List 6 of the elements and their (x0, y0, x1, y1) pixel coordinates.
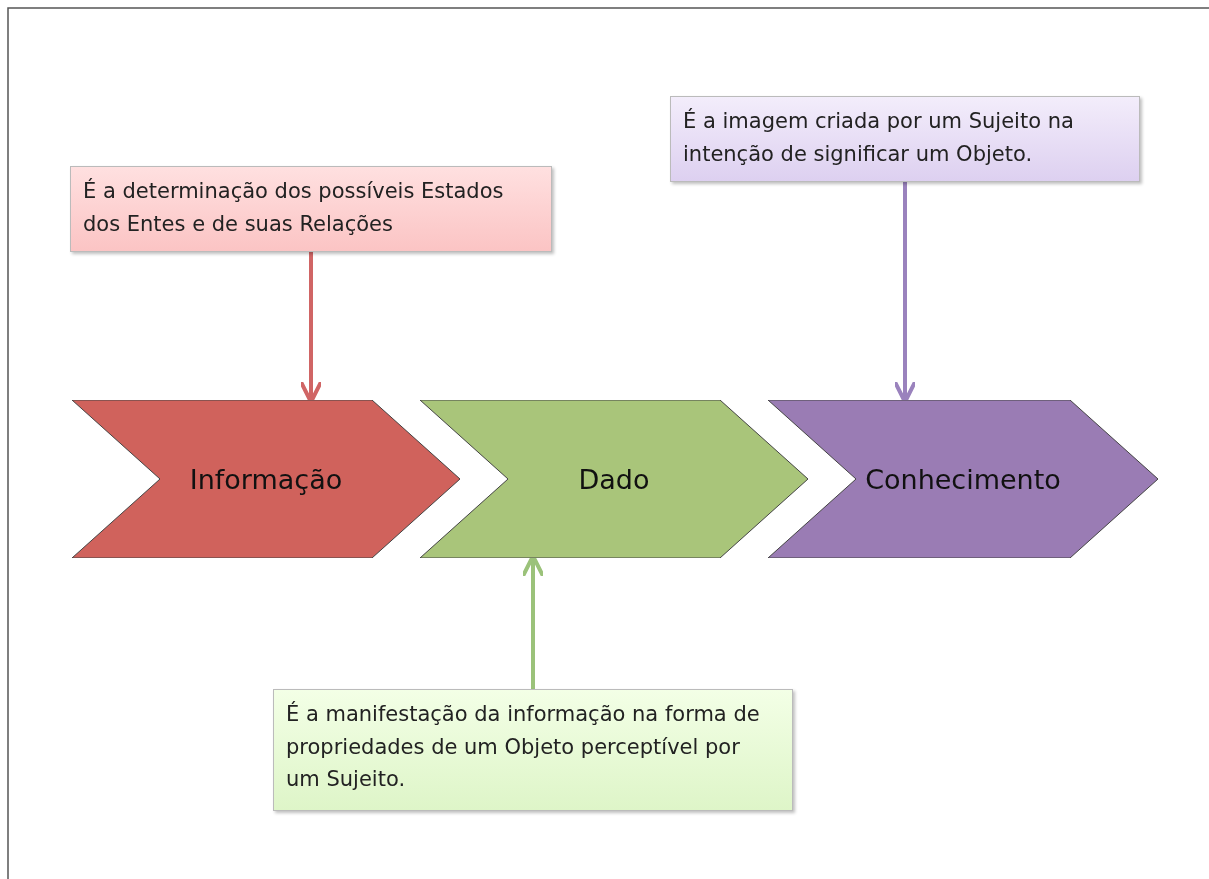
note-box: É a imagem criada por um Sujeito na intenção de significar um Objeto. (670, 96, 1140, 182)
note-box: É a determinação dos possíveis Estados dos Entes e de suas Relações (70, 166, 552, 252)
step-label: Conhecimento (864, 463, 1062, 495)
step-label: Informação (188, 463, 344, 495)
note-box: É a manifestação da informação na forma de propriedades de um Objeto perceptível por um Sujeito. (273, 689, 793, 811)
step-label: Dado (577, 463, 651, 495)
